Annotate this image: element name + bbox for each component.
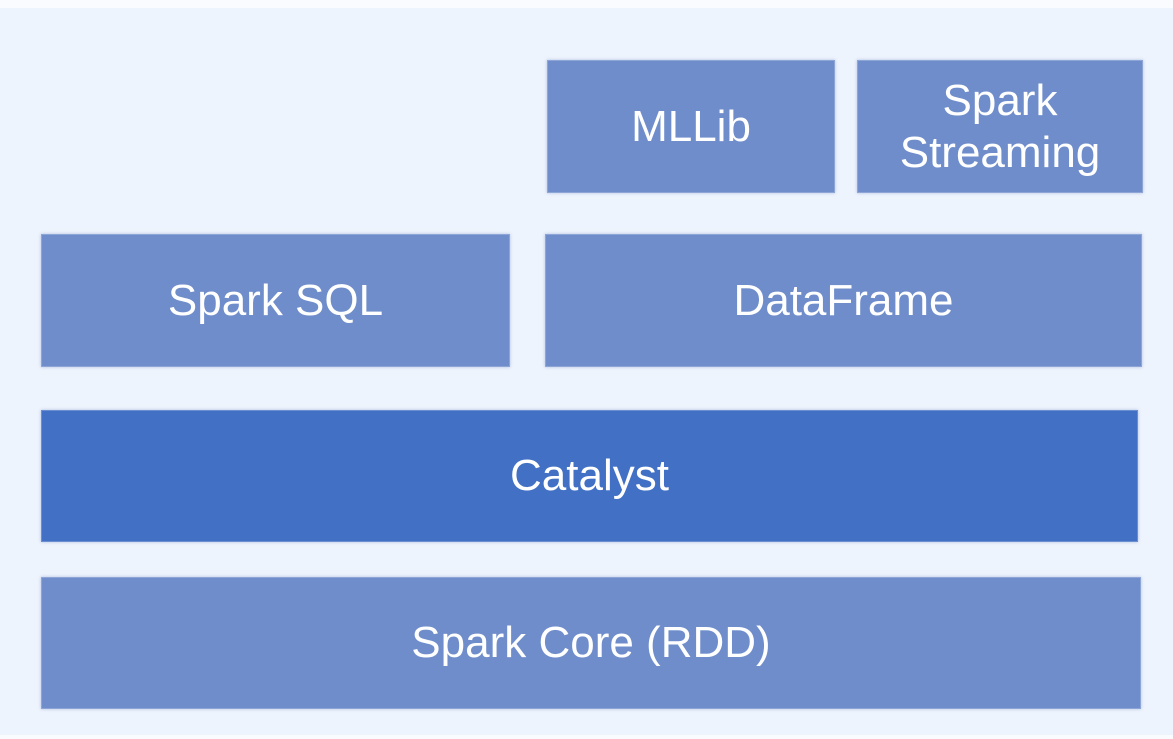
block-spark-core-label: Spark Core (RDD) bbox=[411, 618, 771, 668]
block-catalyst-label: Catalyst bbox=[510, 451, 669, 501]
block-spark-core: Spark Core (RDD) bbox=[41, 577, 1141, 709]
block-spark-sql-label: Spark SQL bbox=[167, 275, 384, 325]
top-edge-strip bbox=[0, 0, 1173, 8]
block-spark-streaming: Spark Streaming bbox=[857, 60, 1143, 193]
block-dataframe: DataFrame bbox=[545, 234, 1142, 367]
block-spark-sql: Spark SQL bbox=[41, 234, 510, 367]
block-dataframe-label: DataFrame bbox=[733, 275, 954, 325]
block-catalyst: Catalyst bbox=[41, 410, 1138, 542]
bottom-edge-strip bbox=[0, 735, 1173, 739]
block-mllib-label: MLLib bbox=[631, 101, 751, 151]
block-mllib: MLLib bbox=[547, 60, 835, 193]
block-spark-streaming-label: Spark Streaming bbox=[899, 76, 1101, 177]
